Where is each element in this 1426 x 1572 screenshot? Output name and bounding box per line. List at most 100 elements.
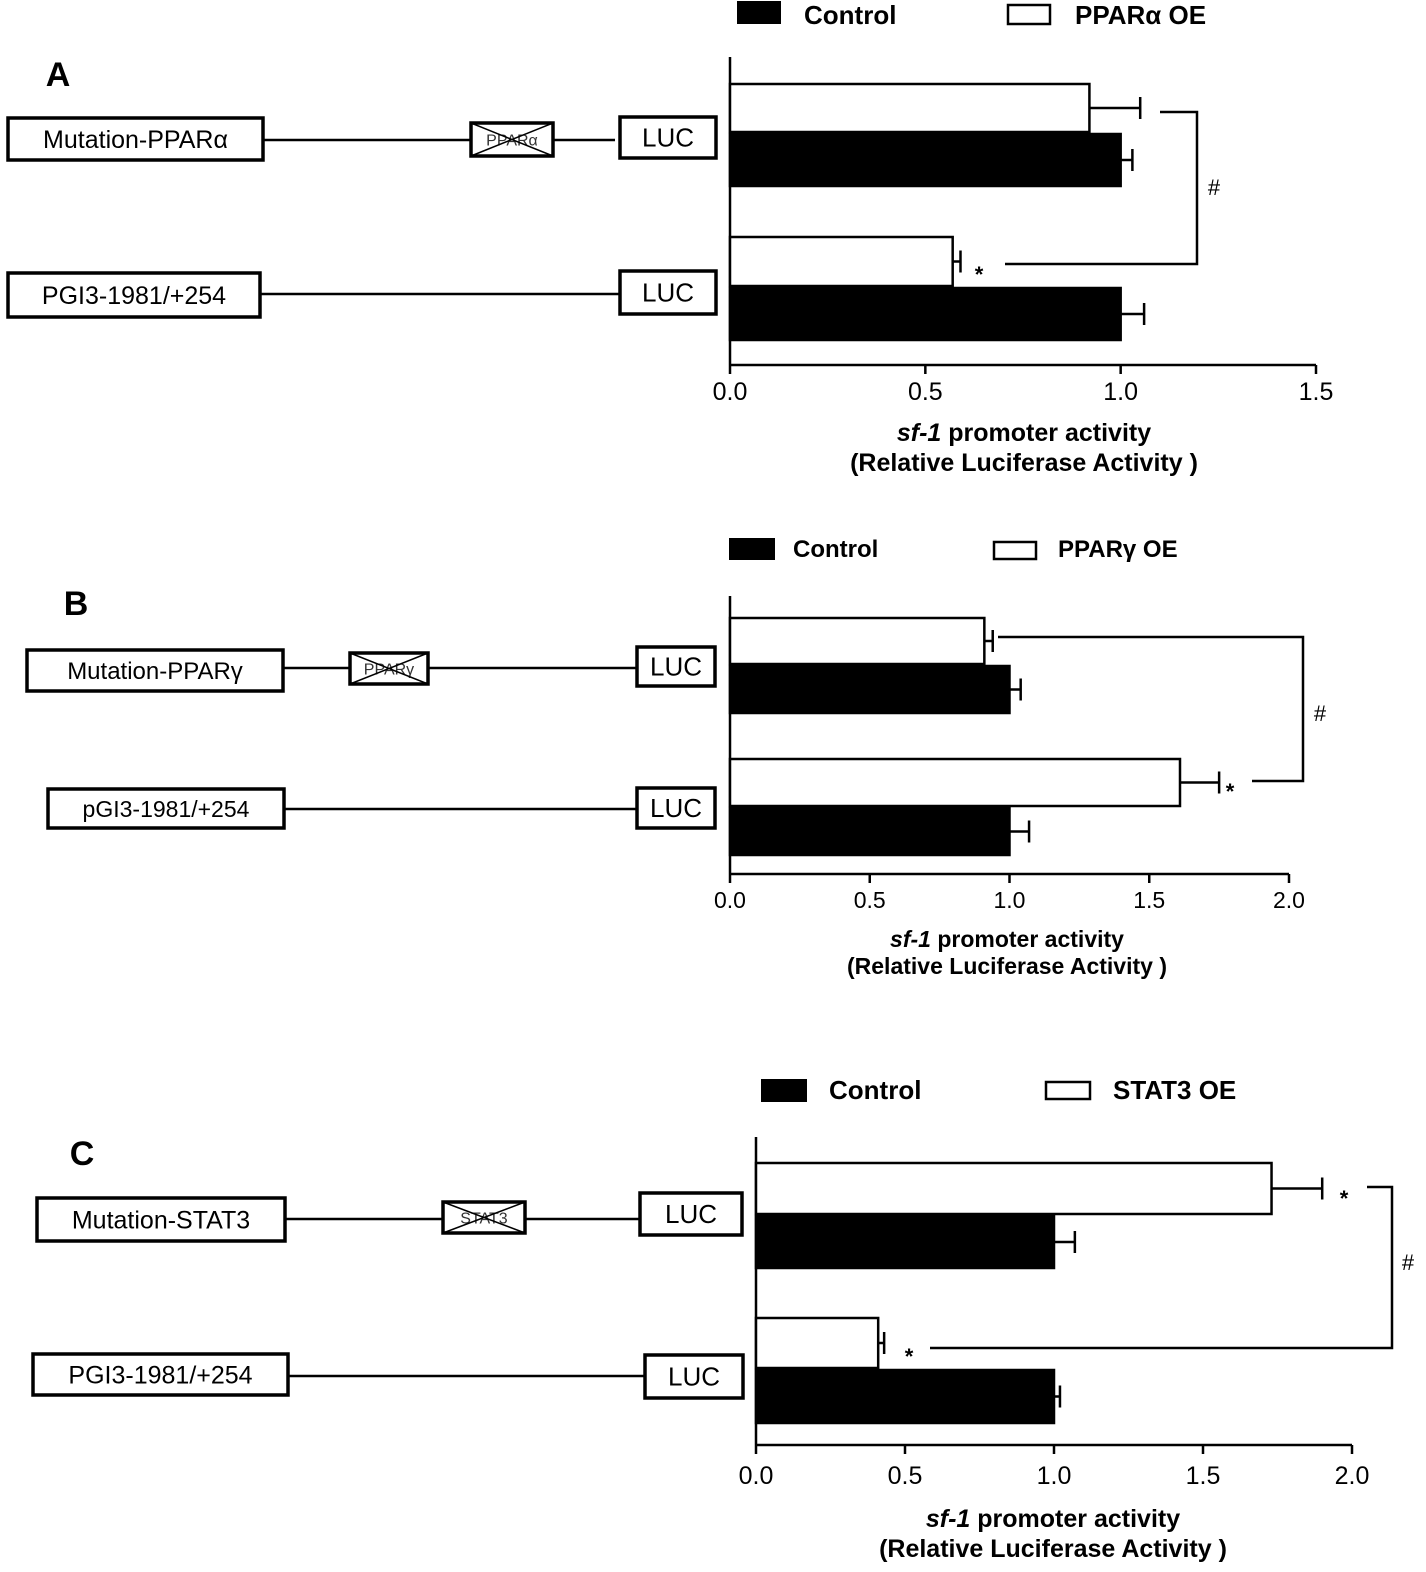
x-tick-label: 1.5 (1133, 887, 1165, 913)
bar-control (728, 286, 1122, 342)
panel-label: B (64, 585, 89, 623)
x-axis-label-rest: promoter activity (941, 419, 1151, 447)
x-axis-label-italic: sf-1 (890, 926, 931, 952)
luc-reporter-box (638, 1191, 744, 1237)
x-tick-label: 0.0 (713, 378, 748, 406)
legend-swatch-control (729, 538, 775, 560)
mutated-site-label: STAT3 (460, 1211, 508, 1228)
legend-label-control: Control (829, 1075, 921, 1105)
x-axis-label-line2: (Relative Luciferase Activity ) (879, 1535, 1227, 1563)
x-axis-label: sf-1 promoter activity (890, 926, 1124, 952)
x-tick-label: 0.5 (888, 1462, 923, 1490)
significance-hash: # (1314, 701, 1327, 726)
legend-label-control: Control (804, 0, 896, 30)
legend-swatch-control (761, 1079, 807, 1102)
bar-control (728, 806, 1011, 857)
x-axis-label-italic: sf-1 (926, 1505, 970, 1533)
legend-label-control: Control (793, 536, 878, 563)
x-tick-label: 1.0 (1103, 378, 1138, 406)
legend: Control PPARα OE (737, 0, 1206, 30)
x-tick-label: 0.5 (908, 378, 943, 406)
bar-control (728, 664, 1011, 715)
cross-out-line (442, 1201, 526, 1234)
x-axis-label: sf-1 promoter activity (897, 419, 1151, 447)
significance-star: * (1340, 1186, 1349, 1211)
luc-reporter-label: LUC (668, 1362, 720, 1392)
cross-out-line (470, 122, 554, 157)
luc-reporter-box (643, 1353, 745, 1400)
x-tick-label: 1.0 (1037, 1462, 1072, 1490)
bar-oe (754, 1161, 1273, 1216)
construct-diagram: PGI3-1981/+254 LUC (6, 269, 718, 319)
bar-oe (728, 235, 954, 288)
luc-reporter-label: LUC (650, 652, 702, 682)
construct-label: pGI3-1981/+254 (83, 796, 250, 822)
cross-out-line (349, 652, 429, 685)
luc-reporter-label: LUC (642, 278, 694, 308)
significance-star: * (1226, 779, 1235, 804)
luc-reporter-label: LUC (642, 123, 694, 153)
construct-diagram: PGI3-1981/+254 LUC (31, 1352, 745, 1400)
construct-label: Mutation-STAT3 (72, 1207, 250, 1235)
panel-label: C (70, 1135, 95, 1173)
luc-reporter-label: LUC (650, 793, 702, 823)
x-tick-label: 1.5 (1186, 1462, 1221, 1490)
panel-b: B Control PPARγ OE 0.0 0.5 1.0 1.5 2.0 sf-1 prom… (25, 536, 1327, 979)
bar-oe (754, 1316, 880, 1370)
construct-label: PGI3-1981/+254 (42, 282, 226, 310)
significance-bracket (1005, 110, 1199, 266)
bar-oe (728, 757, 1182, 808)
luc-reporter-label: LUC (665, 1199, 717, 1229)
x-axis-label-line2: (Relative Luciferase Activity ) (847, 953, 1167, 979)
legend-swatch-oe (1006, 3, 1052, 26)
construct-label-box (6, 271, 262, 319)
legend-label-oe: PPARγ OE (1058, 536, 1178, 563)
panel-c: C Control STAT3 OE 0.0 0.5 1.0 1.5 2.0 sf-1 prom… (31, 1075, 1415, 1563)
construct-label-box (25, 648, 285, 693)
bar-oe (728, 82, 1091, 134)
x-tick-label: 0.5 (854, 887, 886, 913)
luc-reporter-box (618, 115, 718, 160)
significance-hash: # (1402, 1250, 1415, 1275)
x-tick-label: 2.0 (1335, 1462, 1370, 1490)
construct-label-box (31, 1352, 290, 1397)
x-tick-label: 1.0 (994, 887, 1026, 913)
x-axis-label-rest: promoter activity (970, 1505, 1180, 1533)
bar-oe (728, 616, 986, 666)
x-tick-label: 0.0 (739, 1462, 774, 1490)
significance-bracket (998, 635, 1305, 783)
x-tick-label: 0.0 (714, 887, 746, 913)
construct-diagram: Mutation-STAT3 STAT3 LUC (35, 1191, 744, 1243)
legend-swatch-oe (992, 540, 1038, 561)
legend: Control STAT3 OE (761, 1075, 1236, 1105)
construct-label-box (35, 1196, 287, 1243)
x-axis-label: sf-1 promoter activity (926, 1505, 1180, 1533)
significance-bracket (930, 1185, 1394, 1350)
x-axis-label-italic: sf-1 (897, 419, 941, 447)
significance-star: * (975, 262, 984, 287)
significance-hash: # (1208, 175, 1221, 200)
panel-label: A (46, 56, 71, 94)
panel-a: A Control PPARα OE 0.0 0.5 1.0 1.5 sf-1 promote… (6, 0, 1334, 477)
luc-reporter-box (635, 786, 717, 830)
luc-reporter-box (635, 645, 717, 688)
legend-label-oe: STAT3 OE (1113, 1075, 1236, 1105)
bar-control (754, 1368, 1056, 1425)
construct-label: PGI3-1981/+254 (68, 1362, 252, 1390)
x-axis-label-line2: (Relative Luciferase Activity ) (850, 449, 1198, 477)
legend: Control PPARγ OE (729, 536, 1178, 563)
construct-diagram: pGI3-1981/+254 LUC (46, 786, 717, 830)
legend-label-oe: PPARα OE (1075, 0, 1206, 30)
significance-star: * (905, 1344, 914, 1369)
x-tick-label: 2.0 (1273, 887, 1305, 913)
legend-swatch-oe (1044, 1080, 1092, 1101)
x-tick-label: 1.5 (1299, 378, 1334, 406)
bar-control (728, 132, 1122, 188)
construct-label-box (6, 116, 265, 162)
construct-label: Mutation-PPARγ (67, 658, 243, 685)
bar-control (754, 1214, 1056, 1270)
construct-label-box (46, 787, 286, 830)
